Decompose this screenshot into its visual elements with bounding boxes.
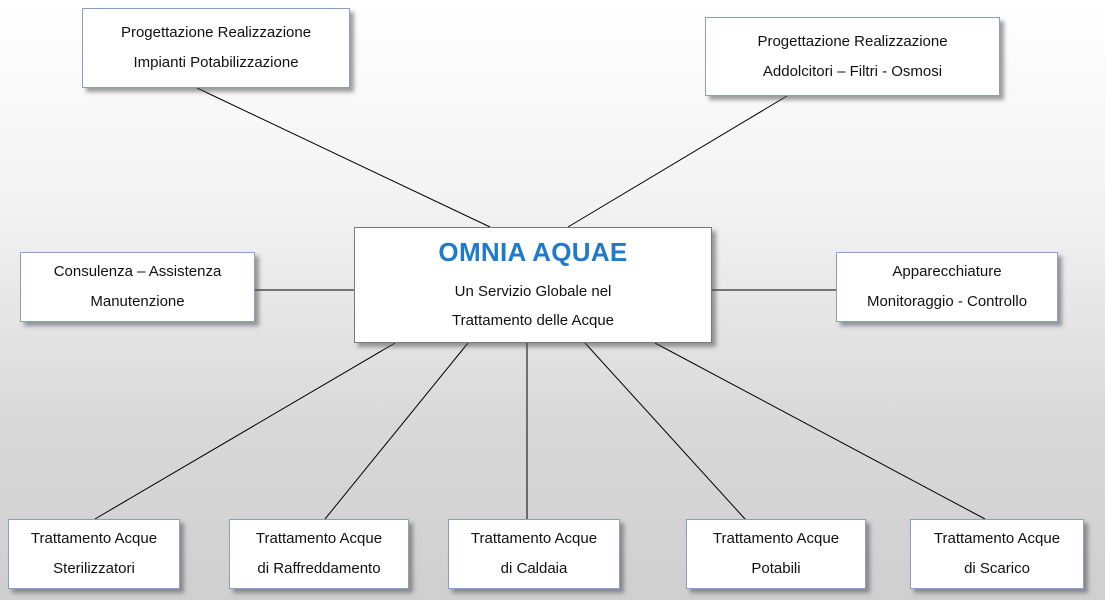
center-box: OMNIA AQUAE Un Servizio Globale nel Trat… [354,227,712,343]
box-bottom-3-line2: di Caldaia [500,560,568,577]
box-bottom-1-line1: Trattamento Acque [30,530,158,547]
box-bottom-5: Trattamento Acque di Scarico [910,519,1084,589]
box-bottom-3-line1: Trattamento Acque [470,530,598,547]
box-bottom-5-line2: di Scarico [964,560,1030,577]
box-bottom-4-line2: Potabili [751,560,801,577]
box-mid-right-line1: Apparecchiature [892,263,1002,280]
connector-bottom-4 [584,342,746,520]
connector-bottom-1 [94,342,396,520]
connector-bottom-2 [324,342,469,520]
box-mid-right: Apparecchiature Monitoraggio - Controllo [836,252,1058,322]
box-top-left: Progettazione Realizzazione Impianti Pot… [82,8,350,88]
box-bottom-1: Trattamento Acque Sterilizzatori [8,519,180,589]
box-mid-left-line2: Manutenzione [90,293,185,310]
connector-bottom-5 [654,342,986,520]
box-top-left-line1: Progettazione Realizzazione [120,24,312,41]
box-mid-right-line2: Monitoraggio - Controllo [866,293,1028,310]
box-bottom-4-line1: Trattamento Acque [712,530,840,547]
box-bottom-5-line1: Trattamento Acque [933,530,1061,547]
box-bottom-2-line2: di Raffreddamento [257,560,381,577]
box-bottom-3: Trattamento Acque di Caldaia [448,519,620,589]
center-subtitle-line1: Un Servizio Globale nel [454,283,612,300]
box-top-left-line2: Impianti Potabilizzazione [133,54,299,71]
box-top-right: Progettazione Realizzazione Addolcitori … [705,17,1000,96]
center-subtitle-line2: Trattamento delle Acque [451,312,615,329]
box-mid-left: Consulenza – Assistenza Manutenzione [20,252,255,322]
box-bottom-2-line1: Trattamento Acque [255,530,383,547]
box-mid-left-line1: Consulenza – Assistenza [53,263,222,280]
connector-top-right [567,95,788,228]
box-top-right-line2: Addolcitori – Filtri - Osmosi [762,62,943,80]
box-bottom-1-line2: Sterilizzatori [53,560,135,577]
box-top-right-line1: Progettazione Realizzazione [757,32,948,50]
box-bottom-2: Trattamento Acque di Raffreddamento [229,519,409,589]
center-title: OMNIA AQUAE [438,237,628,267]
connector-top-left [196,87,491,228]
box-bottom-4: Trattamento Acque Potabili [686,519,866,589]
